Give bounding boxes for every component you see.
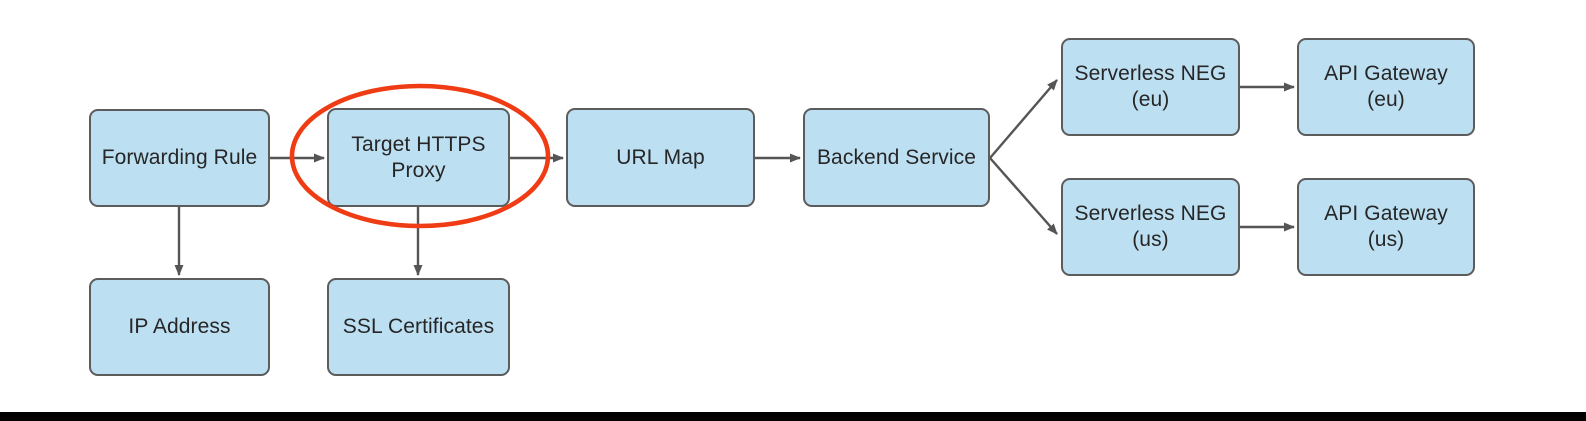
node-ip-address[interactable]: IP Address — [89, 278, 270, 376]
node-url-map[interactable]: URL Map — [566, 108, 755, 207]
node-serverless-neg-eu[interactable]: Serverless NEG (eu) — [1061, 38, 1240, 136]
edge-backend-service-to-serverless-neg-us — [989, 157, 1058, 235]
node-api-gateway-eu[interactable]: API Gateway (eu) — [1297, 38, 1475, 136]
node-target-https-proxy[interactable]: Target HTTPS Proxy — [327, 108, 510, 207]
node-serverless-neg-us[interactable]: Serverless NEG (us) — [1061, 178, 1240, 276]
footer-rule — [0, 412, 1586, 421]
node-api-gateway-us[interactable]: API Gateway (us) — [1297, 178, 1475, 276]
node-backend-service[interactable]: Backend Service — [803, 108, 990, 207]
node-forwarding-rule[interactable]: Forwarding Rule — [89, 109, 270, 207]
node-ssl-certificates[interactable]: SSL Certificates — [327, 278, 510, 376]
edge-backend-service-to-serverless-neg-eu — [989, 79, 1058, 159]
